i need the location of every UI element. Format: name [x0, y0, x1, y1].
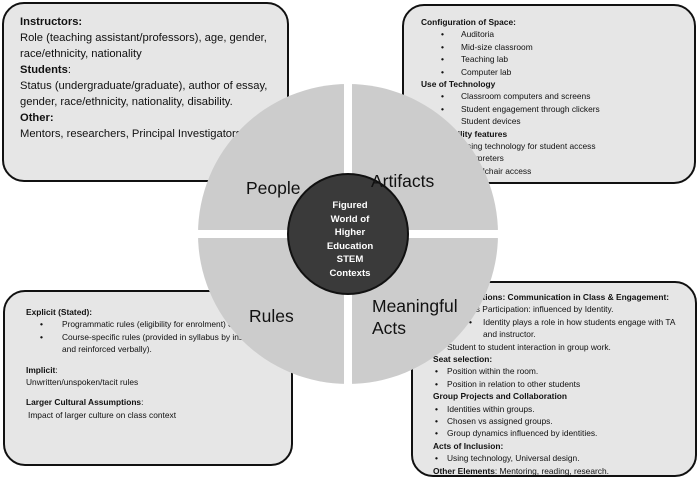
other-heading: Other:	[20, 112, 54, 124]
center-line: Figured	[332, 200, 368, 211]
inclusion-heading: Acts of Inclusion:	[433, 440, 504, 451]
rules-label: Rules	[249, 306, 294, 326]
list-item: Chosen vs assigned groups.	[433, 415, 691, 428]
seat-heading: Seat selection:	[433, 354, 493, 365]
list-item: Programmatic rules (eligibility for enro…	[26, 318, 283, 331]
center-line: Education	[326, 240, 374, 252]
space-list: Auditoria Mid-size classroom Teaching la…	[421, 28, 686, 78]
list-item: Computer lab	[421, 66, 686, 79]
other-text: Mentors, researchers, Principal Investig…	[20, 128, 242, 140]
instructors-heading: Instructors:	[20, 16, 83, 28]
meaningful-acts-line2: Acts	[372, 318, 407, 338]
list-item: Position within the room.	[433, 365, 691, 378]
cultural-text: Impact of larger culture on class contex…	[28, 409, 177, 420]
center-line: Contexts	[329, 267, 371, 279]
list-item: Teaching lab	[421, 53, 686, 66]
students-text: Status (undergraduate/graduate), author …	[20, 80, 268, 108]
space-heading: Configuration of Space:	[421, 17, 516, 27]
acts-box: Interactions: Communication in Class & E…	[411, 281, 697, 477]
group-heading: Group Projects and Collaboration	[433, 391, 568, 402]
list-item: Position in relation to other students	[433, 378, 691, 391]
artifacts-label: Artifacts	[371, 171, 435, 191]
seat-list: Position within the room. Position in re…	[433, 365, 691, 390]
list-item: Student engagement through clickers	[421, 103, 686, 116]
center-line: World of	[330, 213, 370, 225]
interactions-sublist: Identity plays a role in how students en…	[433, 316, 691, 341]
inclusion-list: Using technology, Universal design.	[433, 452, 691, 465]
students-colon: :	[67, 64, 71, 76]
meaningful-acts-line1: Meaningful	[372, 296, 458, 316]
cultural-colon: :	[141, 397, 144, 408]
list-item: Mid-size classroom	[421, 41, 686, 54]
group-list: Identities within groups. Chosen vs assi…	[433, 403, 691, 441]
explicit-heading: Explicit (Stated):	[26, 307, 93, 317]
students-heading: Students	[20, 64, 68, 76]
tech-heading: Use of Technology	[421, 79, 496, 90]
cultural-heading: Larger Cultural Assumptions	[26, 397, 142, 408]
explicit-list: Programmatic rules (eligibility for enro…	[26, 318, 283, 355]
implicit-heading: Implicit	[26, 364, 56, 375]
list-item: Classroom computers and screens	[421, 90, 686, 103]
center-title: Figured World of Higher Education STEM C…	[293, 199, 407, 280]
list-item: Course-specific rules (provided in sylla…	[26, 331, 283, 356]
center-circle	[287, 173, 409, 295]
list-item: Auditoria	[421, 28, 686, 41]
center-line: STEM	[336, 254, 364, 265]
interactions-heading: Interactions: Communication in Class & E…	[454, 292, 670, 302]
list-item: Identities within groups.	[433, 403, 691, 416]
implicit-colon: :	[55, 364, 58, 375]
meaningful-acts-label: Meaningful Acts	[372, 295, 458, 339]
list-item: Identity plays a role in how students en…	[457, 316, 691, 341]
implicit-text: Unwritten/unspoken/tacit rules	[26, 377, 139, 388]
other-elements-heading: Other Elements	[433, 465, 495, 476]
people-label: People	[246, 178, 301, 198]
other-elements-text: : Mentoring, reading, research.	[494, 465, 609, 476]
center-line: Higher	[334, 227, 366, 238]
access-heading: Accessibility features	[421, 128, 508, 139]
instructors-text: Role (teaching assistant/professors), ag…	[20, 32, 267, 60]
people-box: Instructors: Role (teaching assistant/pr…	[2, 2, 289, 182]
list-item: Group dynamics influenced by identities.	[433, 427, 691, 440]
list-item: Using technology, Universal design.	[433, 452, 691, 465]
